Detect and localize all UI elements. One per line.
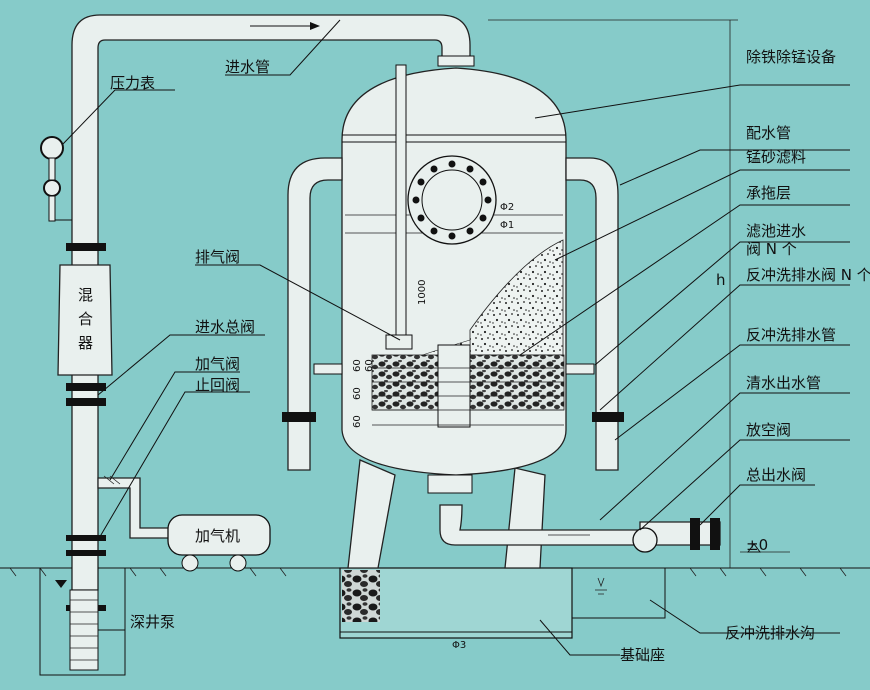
phi2-label: Φ2 — [500, 202, 514, 213]
mixer-char-3: 器 — [78, 334, 93, 352]
phi3-label: Φ3 — [452, 640, 466, 651]
label-filter-inlet-valve-a: 滤池进水 — [746, 222, 806, 240]
foundation-base — [339, 567, 573, 639]
phi1-label: Φ1 — [500, 220, 514, 231]
mixer-char-1: 混 — [78, 286, 93, 304]
label-clean-water-pipe: 清水出水管 — [746, 374, 821, 392]
ground-level-label: ±0 — [746, 536, 768, 554]
svg-text:60: 60 — [352, 359, 363, 372]
svg-text:60: 60 — [352, 387, 363, 400]
label-check-valve: 止回阀 — [195, 376, 240, 394]
label-pressure-gauge: 压力表 — [110, 74, 155, 92]
mixer — [57, 243, 113, 611]
label-main-inlet-valve: 进水总阀 — [195, 318, 255, 336]
leader-lines — [61, 19, 850, 656]
svg-text:60: 60 — [364, 359, 375, 372]
label-vent-valve: 放空阀 — [746, 421, 791, 439]
label-support-layer: 承拖层 — [746, 184, 791, 202]
label-aerator: 加气机 — [195, 527, 240, 545]
aerator-machine — [167, 514, 271, 572]
pressure-gauge — [40, 136, 72, 222]
aeration-line — [97, 475, 173, 539]
label-backwash-ditch: 反冲洗排水沟 — [725, 624, 815, 642]
filter-tank — [341, 67, 567, 476]
label-manganese-sand: 锰砂滤料 — [746, 148, 806, 166]
label-equipment: 除铁除锰设备 — [746, 48, 836, 66]
svg-text:60: 60 — [352, 415, 363, 428]
outlet-pipes — [427, 474, 721, 553]
label-main-outlet-valve: 总出水阀 — [746, 466, 806, 484]
label-distribution-pipe: 配水管 — [746, 124, 791, 142]
backwash-ditch — [571, 568, 666, 619]
label-deep-well-pump: 深井泵 — [130, 613, 175, 631]
label-filter-inlet-valve-b: 阀 N 个 — [746, 240, 797, 258]
label-backwash-drain-pipe: 反冲洗排水管 — [746, 326, 836, 344]
deep-well — [39, 568, 126, 676]
manhole — [407, 155, 497, 245]
label-inlet-pipe: 进水管 — [225, 58, 270, 76]
label-aeration-valve: 加气阀 — [195, 355, 240, 373]
mixer-char-2: 合 — [78, 310, 93, 328]
label-backwash-drain-valve: 反冲洗排水阀 N 个 — [746, 266, 870, 284]
height-label: h — [716, 271, 726, 289]
label-foundation: 基础座 — [620, 646, 665, 664]
inlet-pipe — [71, 14, 475, 251]
layer-dims: 60 60 60 60 — [352, 359, 375, 428]
exhaust-pipe — [385, 64, 413, 350]
d1000-label: 1000 — [417, 280, 428, 305]
label-exhaust-valve: 排气阀 — [195, 248, 240, 266]
